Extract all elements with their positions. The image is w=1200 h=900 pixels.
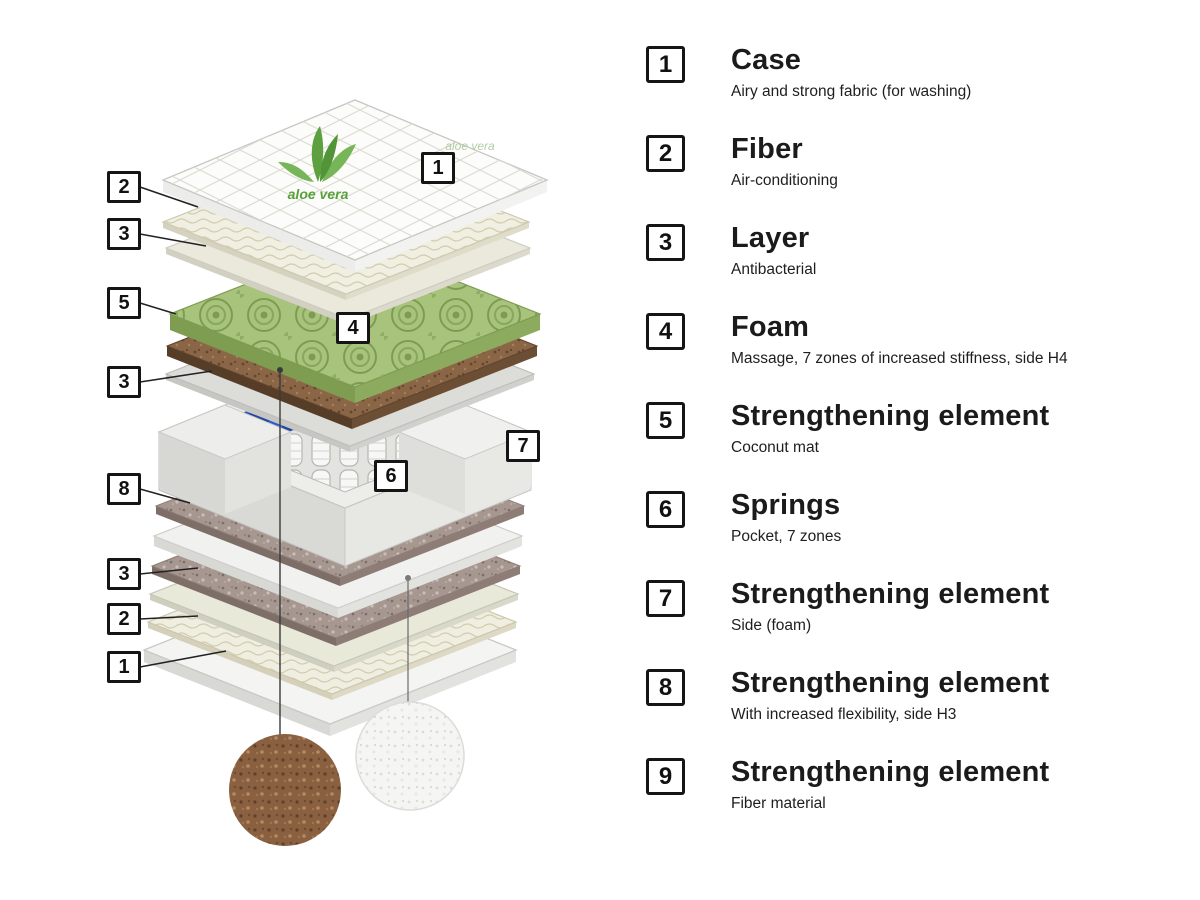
diagram-callout-strength-flex: 8	[107, 473, 141, 505]
mattress-stack: aloe vera aloe vera	[142, 99, 549, 736]
legend-item-case: 1 Case Airy and strong fabric (for washi…	[646, 44, 1200, 133]
legend-subtitle: Coconut mat	[731, 439, 819, 457]
diagram-callout-foam: 4	[336, 312, 370, 344]
legend-item-strengthening-side: 7 Strengthening element Side (foam)	[646, 578, 1200, 667]
mattress-illustration: aloe vera aloe vera	[139, 99, 549, 846]
diagram-callout-fiber-bottom: 2	[107, 603, 141, 635]
diagram-callout-side-foam: 7	[506, 430, 540, 462]
diagram-callout-layer-top: 3	[107, 218, 141, 250]
aloe-vera-print: aloe vera aloe vera	[278, 126, 495, 202]
legend-subtitle: Side (foam)	[731, 617, 812, 635]
legend-subtitle: Massage, 7 zones of increased stiffness,…	[731, 350, 1068, 368]
legend-item-springs: 6 Springs Pocket, 7 zones	[646, 489, 1200, 578]
legend-number-box: 9	[646, 758, 685, 795]
legend-item-layer: 3 Layer Antibacterial	[646, 222, 1200, 311]
legend-item-strengthening-flex: 8 Strengthening element With increased f…	[646, 667, 1200, 756]
side-foam-left	[157, 404, 293, 514]
coconut-material-swatch	[229, 734, 341, 846]
legend-number-box: 3	[646, 224, 685, 261]
legend-subtitle: Air-conditioning	[731, 172, 838, 190]
legend-title: Fiber	[731, 133, 803, 165]
legend-subtitle: Pocket, 7 zones	[731, 528, 842, 546]
diagram-callout-coconut: 5	[107, 287, 141, 319]
svg-text:aloe vera: aloe vera	[288, 186, 349, 202]
side-foam-right	[397, 404, 533, 514]
diagram-callout-layer-mid: 3	[107, 366, 141, 398]
legend-number-box: 1	[646, 46, 685, 83]
legend-item-foam: 4 Foam Massage, 7 zones of increased sti…	[646, 311, 1200, 400]
legend-number-box: 2	[646, 135, 685, 172]
legend-title: Springs	[731, 489, 841, 521]
legend-subtitle: With increased flexibility, side H3	[731, 706, 957, 724]
legend-number-box: 7	[646, 580, 685, 617]
legend-title: Strengthening element	[731, 756, 1050, 788]
legend-item-strengthening-fiber: 9 Strengthening element Fiber material	[646, 756, 1200, 845]
legend-number-box: 6	[646, 491, 685, 528]
diagram-callout-case-bottom: 1	[107, 651, 141, 683]
legend-title: Foam	[731, 311, 810, 343]
legend-subtitle: Airy and strong fabric (for washing)	[731, 83, 972, 101]
diagram-callout-case: 1	[421, 152, 455, 184]
svg-text:aloe vera: aloe vera	[445, 139, 495, 153]
legend-number-box: 8	[646, 669, 685, 706]
legend-title: Layer	[731, 222, 810, 254]
mattress-exploded-diagram: aloe vera aloe vera	[107, 99, 549, 846]
material-pointers	[277, 367, 411, 742]
diagram-callout-springs: 6	[374, 460, 408, 492]
foam-material-swatch	[355, 701, 465, 811]
callout-leader-lines	[139, 186, 227, 668]
legend-title: Strengthening element	[731, 400, 1050, 432]
legend-subtitle: Fiber material	[731, 795, 826, 813]
legend-title: Case	[731, 44, 802, 76]
legend-number-box: 5	[646, 402, 685, 439]
legend-subtitle: Antibacterial	[731, 261, 817, 279]
legend-title: Strengthening element	[731, 578, 1050, 610]
diagram-callout-layer-bottom: 3	[107, 558, 141, 590]
diagram-callout-fiber-top: 2	[107, 171, 141, 203]
legend-item-strengthening-coconut: 5 Strengthening element Coconut mat	[646, 400, 1200, 489]
legend-title: Strengthening element	[731, 667, 1050, 699]
legend: 1 Case Airy and strong fabric (for washi…	[646, 44, 1200, 845]
layer-case-top: aloe vera aloe vera	[161, 99, 549, 272]
legend-number-box: 4	[646, 313, 685, 350]
legend-item-fiber: 2 Fiber Air-conditioning	[646, 133, 1200, 222]
